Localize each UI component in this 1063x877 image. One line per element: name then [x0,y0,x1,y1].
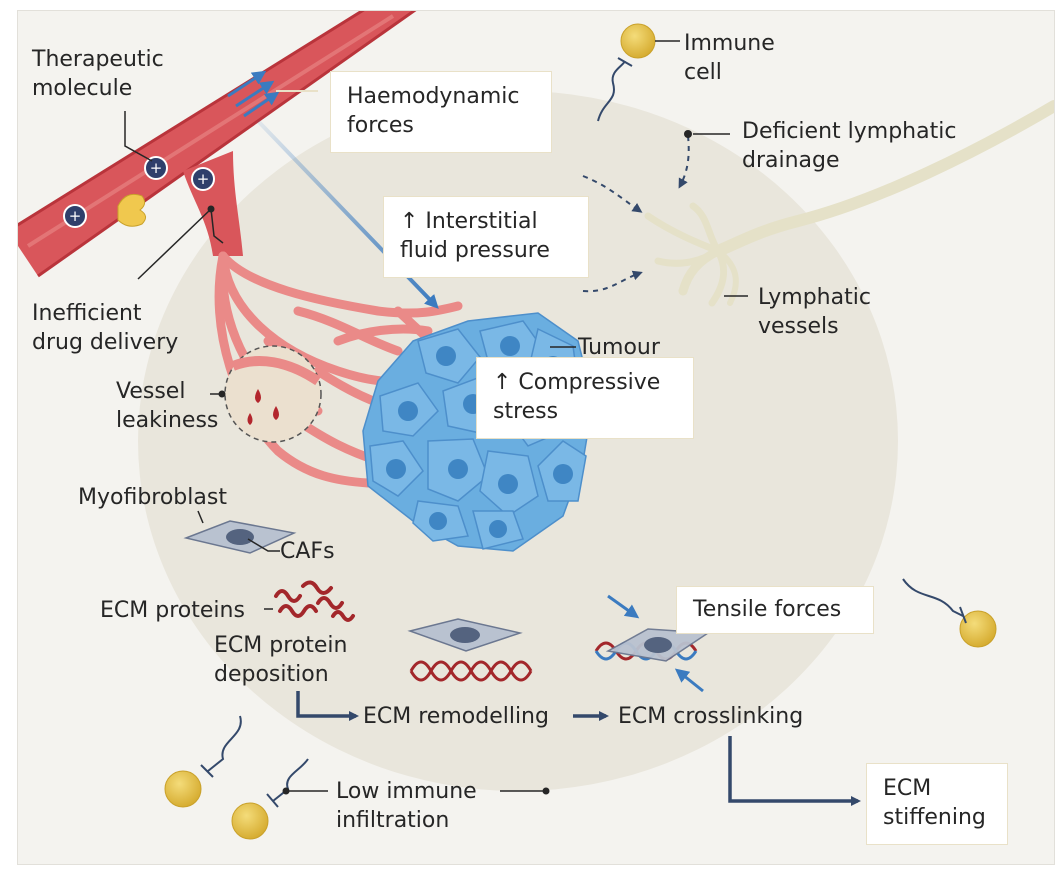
haemodynamic-forces-box: Haemodynamic forces [330,71,552,153]
ecm-crosslinking-label: ECM crosslinking [618,704,804,729]
inefficient-drug-delivery-label: Inefficient drug delivery [32,301,179,355]
drainage-label-dot [684,130,692,138]
cafs-label: CAFs [280,539,335,564]
immune-cell-label: Immune cell [684,31,775,85]
ecm-remodelling-label: ECM remodelling [363,704,549,729]
svg-text:+: + [69,207,82,225]
deficient-lymphatic-drainage-label: Deficient lymphatic drainage [742,119,957,173]
drainage-arrows [582,135,690,293]
blood-drops [247,389,279,425]
vessel-leakiness-label: Vessel leakiness [116,379,219,433]
immune-inhibition-lines [200,57,967,808]
figure-panel: + + + [17,10,1055,865]
ecm-stiffening-box: ECM stiffening [866,763,1008,845]
lymphatic-vessels [644,100,1054,307]
ecm-protein-deposition-label: ECM protein deposition [214,633,348,687]
tumour-label: Tumour [578,335,660,360]
immune-cells [164,23,997,840]
compressive-stress-box: ↑ Compressive stress [476,357,694,439]
therapeutic-molecules: + + + [63,156,215,228]
myofibroblast-label: Myofibroblast [78,485,227,510]
ecm-protein-squiggles [274,580,355,622]
low-immune-infiltration-label: Low immune infiltration [336,779,477,833]
myofibroblast-cell [183,520,297,554]
process-arrows [296,691,861,806]
svg-text:+: + [150,159,163,177]
flow-arrows [227,70,280,118]
therapeutic-molecule-label: Therapeutic molecule [32,47,164,101]
ecm-proteins-label: ECM proteins [100,598,245,623]
interstitial-fluid-pressure-box: ↑ Interstitial fluid pressure [383,196,589,278]
ecm-remodelling-cell [407,618,533,682]
svg-text:+: + [197,170,210,188]
lymphatic-vessels-label: Lymphatic vessels [758,285,871,339]
tensile-forces-box: Tensile forces [676,586,874,634]
